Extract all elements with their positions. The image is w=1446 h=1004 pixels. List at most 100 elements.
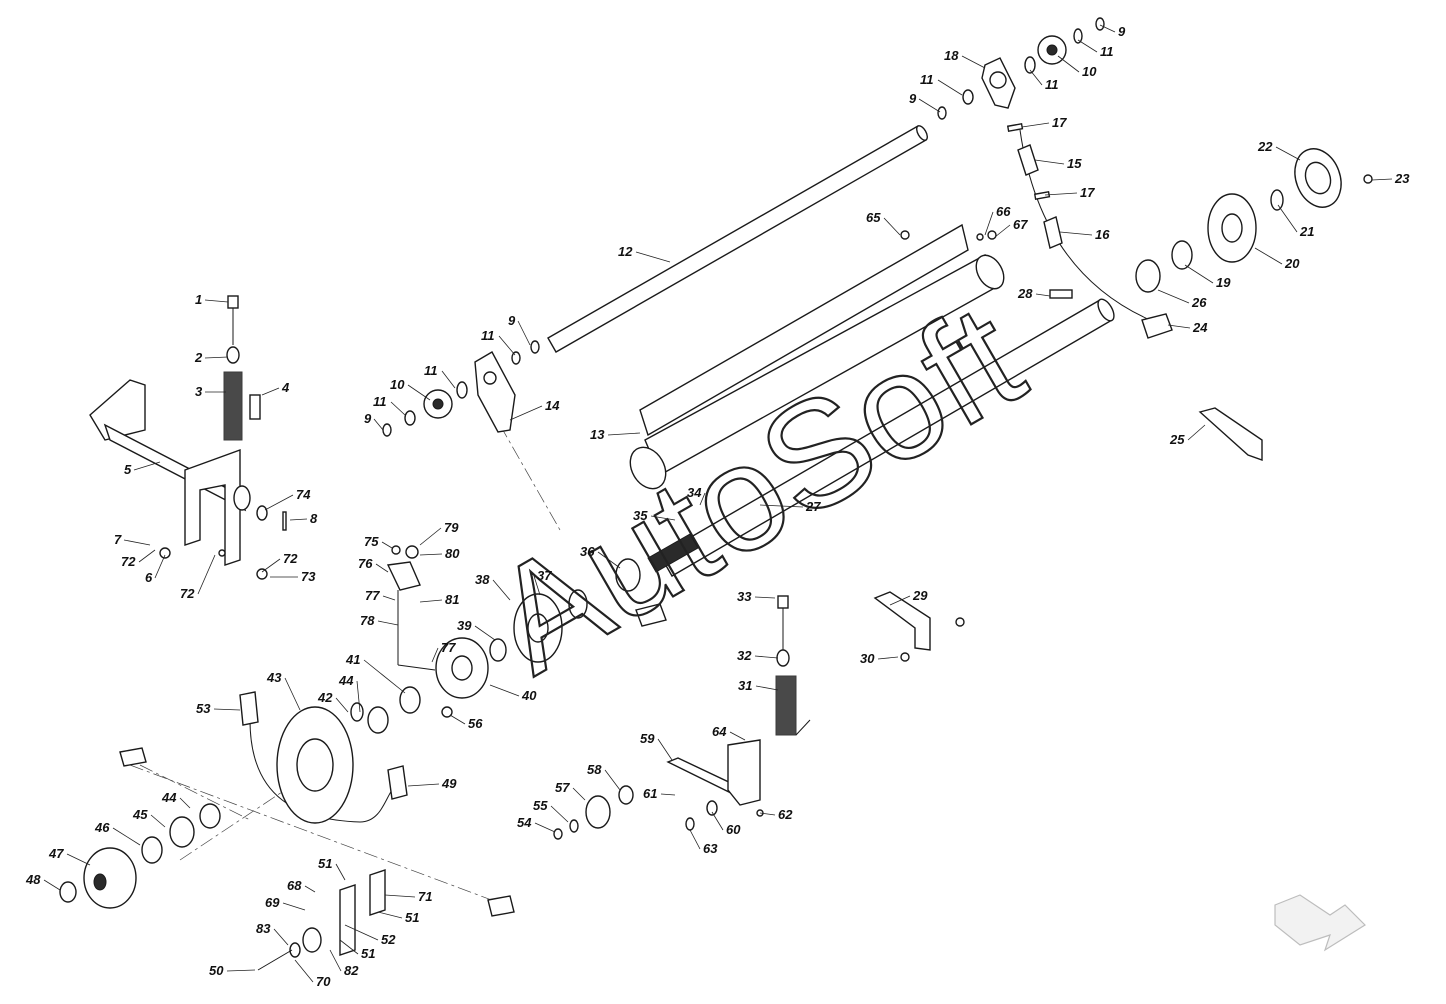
callout-label: 48 bbox=[25, 872, 41, 887]
leader-line bbox=[1029, 69, 1043, 86]
next-arrow-icon[interactable] bbox=[1274, 894, 1366, 952]
leader-line bbox=[384, 894, 416, 898]
callout-label: 66 bbox=[996, 204, 1011, 219]
leader-line bbox=[1371, 178, 1393, 181]
callout-label: 31 bbox=[738, 678, 752, 693]
callout-label: 41 bbox=[345, 652, 360, 667]
leader-line bbox=[154, 554, 166, 579]
leader-line bbox=[755, 685, 779, 691]
leader-line bbox=[294, 959, 314, 983]
spring-assembly-right bbox=[775, 595, 811, 736]
leader-line bbox=[961, 55, 986, 69]
leader-line bbox=[604, 769, 621, 791]
leader-line bbox=[197, 554, 216, 595]
callout-label: 35 bbox=[633, 508, 648, 523]
callout-label: 56 bbox=[468, 716, 483, 731]
leader-line bbox=[699, 492, 706, 506]
callout-label: 36 bbox=[580, 544, 595, 559]
leader-line bbox=[339, 939, 359, 955]
leader-line bbox=[284, 677, 301, 711]
leader-line bbox=[123, 539, 151, 546]
leader-line bbox=[431, 647, 439, 663]
callout-label: 5 bbox=[124, 462, 132, 477]
leader-line bbox=[204, 356, 229, 359]
callout-label: 51 bbox=[361, 946, 375, 961]
callout-label: 60 bbox=[726, 822, 741, 837]
callout-label: 15 bbox=[1067, 156, 1082, 171]
leader-line bbox=[335, 697, 349, 713]
callout-label: 12 bbox=[618, 244, 633, 259]
chain-links-upper bbox=[1006, 123, 1173, 339]
leader-line bbox=[264, 494, 294, 511]
callout-label: 11 bbox=[373, 394, 387, 409]
leader-line bbox=[534, 822, 556, 833]
callout-label: 8 bbox=[310, 511, 318, 526]
leader-line bbox=[492, 579, 511, 601]
callout-label: 10 bbox=[1082, 64, 1097, 79]
callout-label: 23 bbox=[1394, 171, 1410, 186]
leader-line bbox=[918, 98, 941, 113]
callout-label: 11 bbox=[1045, 77, 1059, 92]
leader-line bbox=[759, 504, 804, 508]
sprocket-43 bbox=[276, 702, 389, 824]
leader-line bbox=[550, 805, 569, 823]
leader-line bbox=[994, 224, 1011, 238]
chain-links-lower bbox=[119, 691, 515, 917]
leader-line bbox=[689, 829, 701, 850]
leader-line bbox=[883, 217, 901, 236]
callout-label: 10 bbox=[390, 377, 405, 392]
leader-line bbox=[261, 387, 280, 396]
callout-label: 51 bbox=[318, 856, 332, 871]
bearing-upper-right bbox=[937, 17, 1105, 120]
leader-line bbox=[754, 655, 779, 659]
callout-label: 63 bbox=[703, 841, 718, 856]
callout-label: 68 bbox=[287, 878, 302, 893]
callout-label: 57 bbox=[555, 780, 570, 795]
leader-line bbox=[133, 461, 161, 471]
callout-label: 24 bbox=[1192, 320, 1208, 335]
callout-label: 64 bbox=[712, 724, 727, 739]
leader-line bbox=[419, 553, 443, 556]
callout-label: 32 bbox=[737, 648, 752, 663]
callout-label: 54 bbox=[517, 815, 532, 830]
callout-label: 74 bbox=[296, 487, 311, 502]
leader-line bbox=[1077, 39, 1098, 53]
bracket-76 bbox=[386, 545, 436, 671]
leader-line bbox=[407, 783, 440, 787]
callout-label: 76 bbox=[358, 556, 373, 571]
leader-line bbox=[937, 79, 963, 96]
callout-label: 78 bbox=[360, 613, 375, 628]
leader-line bbox=[1277, 204, 1298, 233]
leader-line bbox=[382, 595, 396, 601]
callout-label: 73 bbox=[301, 569, 316, 584]
callout-label: 80 bbox=[445, 546, 460, 561]
callout-label: 50 bbox=[209, 963, 224, 978]
callout-label: 58 bbox=[587, 762, 602, 777]
callout-label: 21 bbox=[1299, 224, 1314, 239]
callout-label: 6 bbox=[145, 570, 153, 585]
callout-label: 47 bbox=[48, 846, 64, 861]
leader-line bbox=[877, 656, 899, 660]
callout-label: 25 bbox=[1169, 432, 1185, 447]
shaft-12 bbox=[547, 125, 928, 353]
leader-line bbox=[1254, 247, 1283, 265]
callout-label: 29 bbox=[912, 588, 928, 603]
callout-label: 61 bbox=[643, 786, 657, 801]
callout-label: 1 bbox=[195, 292, 202, 307]
callout-label: 44 bbox=[161, 790, 177, 805]
fasteners bbox=[159, 230, 997, 817]
leader-line bbox=[377, 620, 399, 626]
leader-line bbox=[138, 549, 156, 563]
callout-label: 65 bbox=[866, 210, 881, 225]
spring-assembly-left bbox=[223, 295, 261, 441]
hub-22 bbox=[1294, 148, 1373, 208]
leader-line bbox=[607, 432, 641, 436]
callout-label: 9 bbox=[364, 411, 372, 426]
leader-line bbox=[179, 797, 191, 809]
leader-line bbox=[1157, 289, 1190, 304]
callout-label: 53 bbox=[196, 701, 211, 716]
callout-label: 81 bbox=[445, 592, 459, 607]
callout-label: 17 bbox=[1052, 115, 1067, 130]
